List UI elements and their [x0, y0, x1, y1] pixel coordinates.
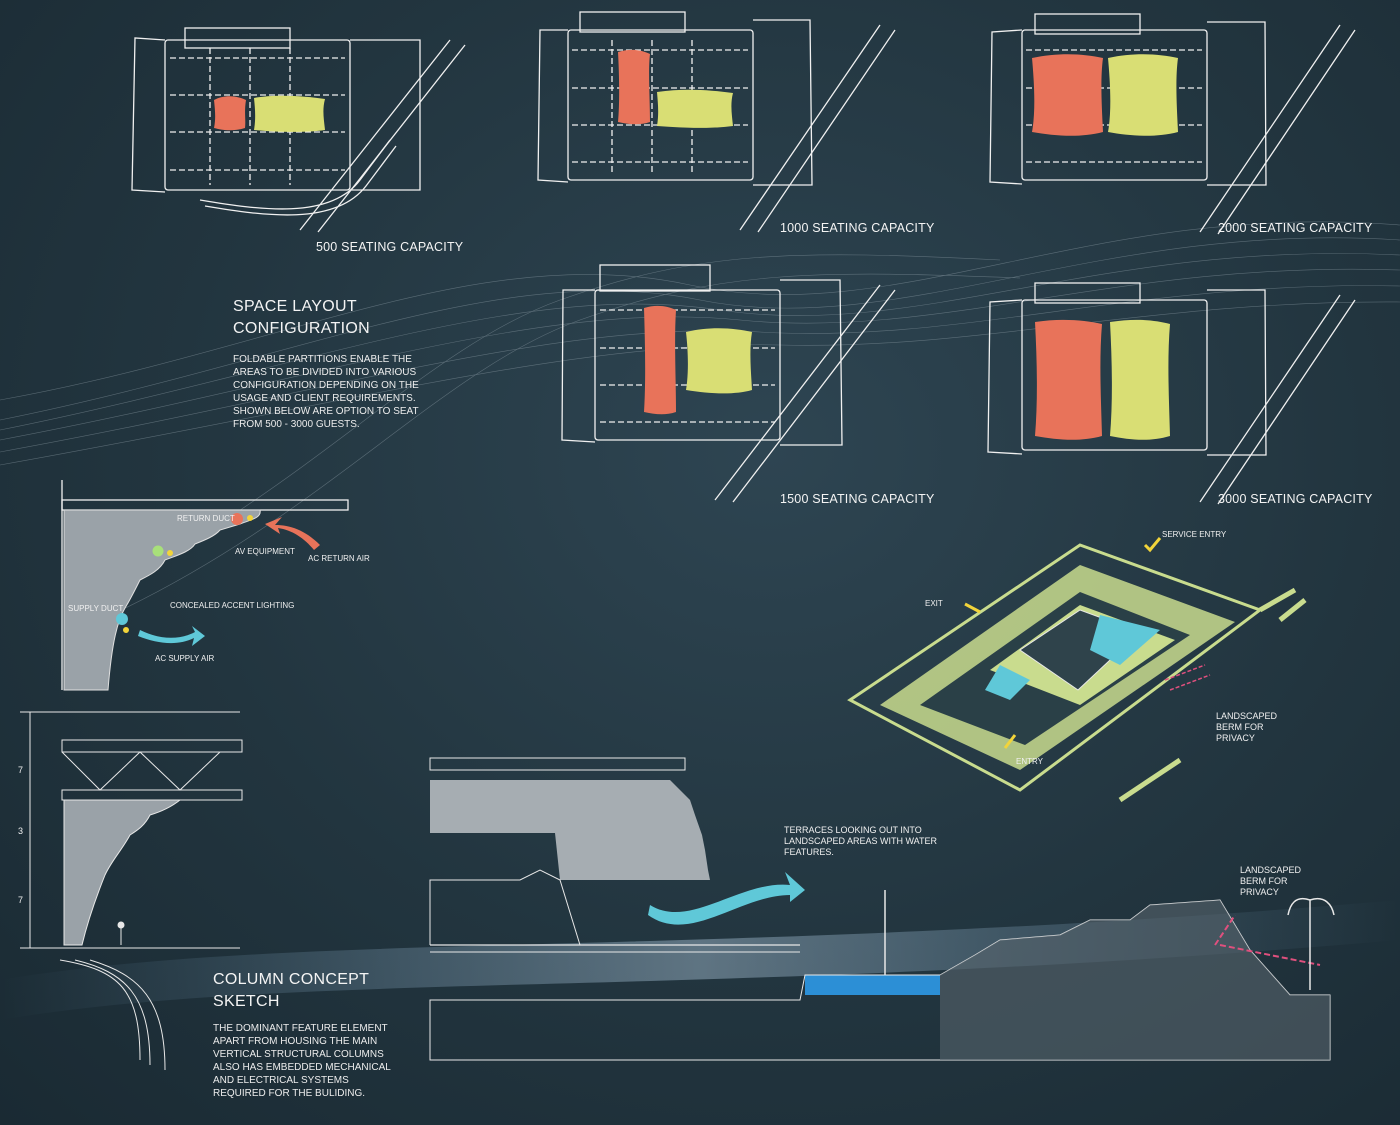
plan-3000-orange-zone [1035, 319, 1102, 440]
plan-1500 [561, 264, 896, 503]
service-entry-arrow [1143, 537, 1162, 553]
space-layout-title: SPACE LAYOUT CONFIGURATION [233, 296, 370, 340]
plan-1000 [537, 11, 896, 233]
dimension-2: 3 [18, 826, 24, 836]
label-1500-seating: 1500 SEATING CAPACITY [780, 492, 935, 506]
plan-2000-yellow-zone [1108, 54, 1178, 136]
site-water [1090, 615, 1160, 665]
site-section [429, 757, 1335, 1061]
label-av-equipment: AV EQUIPMENT [235, 547, 295, 556]
water-pool [805, 975, 940, 995]
label-service-entry: SERVICE ENTRY [1162, 530, 1227, 539]
column-concept-description: THE DOMINANT FEATURE ELEMENT APART FROM … [213, 1023, 391, 1099]
site-pink-arrows [1164, 664, 1211, 691]
label-supply-duct: SUPPLY DUCT [68, 604, 124, 613]
label-terraces: TERRACES LOOKING OUT INTO LANDSCAPED ARE… [784, 825, 938, 857]
entry-arrow [1003, 734, 1017, 749]
plan-3000-yellow-zone [1110, 319, 1170, 440]
column-concept-title-line2: SKETCH [213, 993, 280, 1010]
plan-1500-yellow-zone [686, 328, 752, 394]
space-layout-description: FOLDABLE PARTITIONS ENABLE THE AREAS TO … [233, 354, 419, 430]
section-pink-arrow [1214, 914, 1321, 966]
label-3000-seating: 3000 SEATING CAPACITY [1218, 492, 1373, 506]
label-site-berm: LANDSCAPED BERM FOR PRIVACY [1216, 711, 1278, 743]
label-exit: EXIT [925, 599, 943, 608]
label-ac-supply-air: AC SUPPLY AIR [155, 654, 215, 663]
plan-500-yellow-zone [254, 95, 325, 132]
exit-arrow [964, 602, 981, 614]
label-1000-seating: 1000 SEATING CAPACITY [780, 221, 935, 235]
terrace-view-arrow [648, 872, 805, 925]
dimension-1: 7 [18, 765, 24, 775]
label-2000-seating: 2000 SEATING CAPACITY [1218, 221, 1373, 235]
label-return-duct: RETURN DUCT [177, 514, 235, 523]
ac-supply-arrow [138, 626, 205, 646]
label-500-seating: 500 SEATING CAPACITY [316, 240, 464, 254]
column-elevation [20, 711, 243, 1071]
palm-tree [1287, 898, 1335, 990]
bottom-glow [0, 900, 1400, 1020]
label-concealed-lighting: CONCEALED ACCENT LIGHTING [170, 601, 295, 610]
plan-500-orange-zone [214, 96, 246, 131]
column-concept-title-line1: COLUMN CONCEPT [213, 971, 370, 988]
background-wave-lines [0, 221, 1400, 621]
site-plan [847, 537, 1307, 803]
av-bubble [152, 545, 164, 557]
plan-3000 [987, 282, 1356, 505]
plan-1000-yellow-zone [657, 89, 733, 128]
label-ac-return-air: AC RETURN AIR [308, 554, 370, 563]
dimension-3: 7 [18, 895, 24, 905]
label-section-berm: LANDSCAPED BERM FOR PRIVACY [1240, 865, 1302, 897]
supply-duct-bubble [116, 613, 128, 625]
space-layout-title-line1: SPACE LAYOUT [233, 298, 357, 315]
return-duct-bubble [231, 513, 243, 525]
column-detail [61, 480, 349, 691]
column-concept-title: COLUMN CONCEPT SKETCH [213, 969, 369, 1013]
plan-2000-orange-zone [1032, 54, 1103, 136]
ac-return-arrow [265, 517, 320, 550]
plan-1500-orange-zone [644, 305, 676, 415]
plan-1000-orange-zone [618, 49, 650, 125]
space-layout-title-line2: CONFIGURATION [233, 320, 370, 337]
label-entry: ENTRY [1016, 757, 1043, 766]
